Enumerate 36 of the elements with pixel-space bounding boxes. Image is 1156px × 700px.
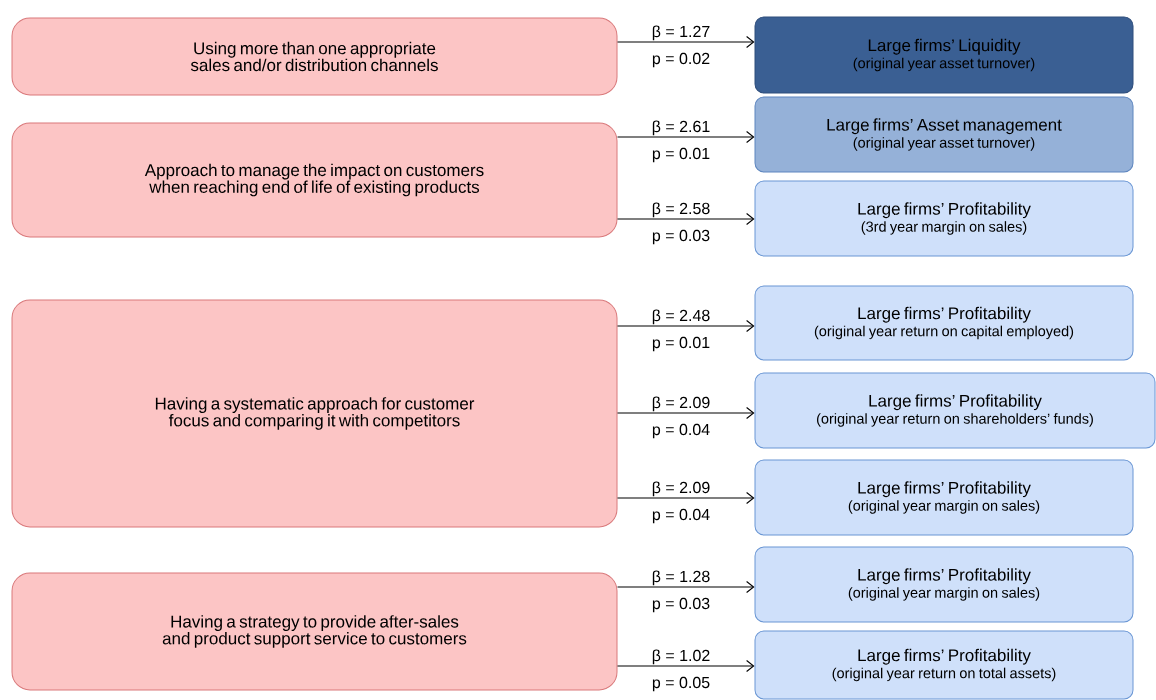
edge-label: β = 2.09 xyxy=(652,396,710,412)
edge-label: β = 1.27 xyxy=(652,25,710,41)
outcome-box: Large firms’ Profitability (original year return on total assets) xyxy=(754,630,1134,700)
arrow xyxy=(616,319,755,333)
outcome-box: Large firms’ Profitability (original year return on capital employed) xyxy=(754,285,1134,361)
outcome-box: Large firms’ Liquidity (original year asset turnover) xyxy=(754,16,1134,94)
edge-label: β = 1.02 xyxy=(652,649,710,665)
outcome-box: Large firms’ Profitability (original year margin on sales) xyxy=(754,546,1134,623)
outcome-box: Large firms’ Profitability (original year margin on sales) xyxy=(754,459,1134,536)
p-value: p = 0.02 xyxy=(652,52,710,68)
outcome-box: Large firms’ Profitability (original year return on shareholders’ funds) xyxy=(754,372,1156,449)
arrow xyxy=(616,659,755,673)
edge-label: β = 2.09 xyxy=(652,481,710,497)
factor-box: Having a strategy to provide after-sales and product support service to customers xyxy=(11,572,618,691)
edge-label: β = 2.61 xyxy=(652,120,710,136)
factor-box: Using more than one appropriate sales and/or distribution channels xyxy=(11,17,618,96)
p-value: p = 0.01 xyxy=(652,336,710,352)
p-value: p = 0.03 xyxy=(652,597,710,613)
p-value: p = 0.04 xyxy=(652,423,710,439)
edge-label: β = 2.48 xyxy=(652,309,710,325)
edge-label: β = 1.28 xyxy=(652,570,710,586)
arrow xyxy=(616,35,755,49)
edge-label: β = 2.58 xyxy=(652,202,710,218)
p-value: p = 0.03 xyxy=(652,229,710,245)
factor-box: Having a systematic approach for customer focus and comparing it with competitors xyxy=(11,299,618,528)
arrow xyxy=(616,130,755,144)
arrow xyxy=(616,406,755,420)
factor-box: Approach to manage the impact on customers when reaching end of life of existing products xyxy=(11,122,618,238)
p-value: p = 0.04 xyxy=(652,508,710,524)
arrow xyxy=(616,491,755,505)
arrow xyxy=(616,580,755,594)
outcome-box: Large firms’ Asset management (original year asset turnover) xyxy=(754,96,1134,173)
arrow xyxy=(616,212,755,226)
p-value: p = 0.01 xyxy=(652,147,710,163)
p-value: p = 0.05 xyxy=(652,676,710,692)
outcome-box: Large firms’ Profitability (3rd year margin on sales) xyxy=(754,180,1134,257)
